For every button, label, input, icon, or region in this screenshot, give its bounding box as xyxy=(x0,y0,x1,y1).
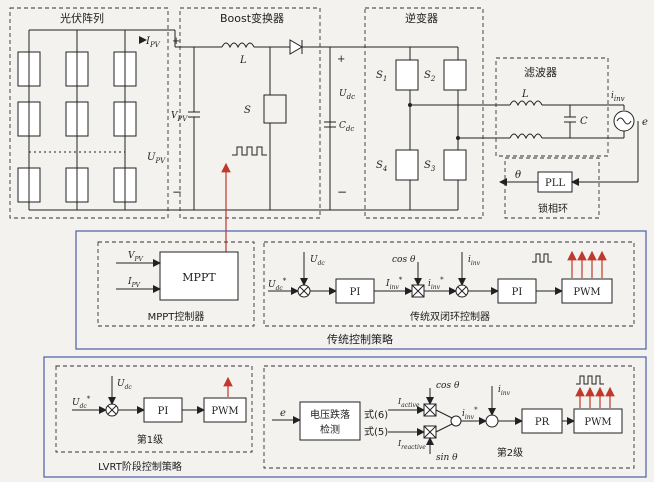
dc-plus: + xyxy=(337,54,345,65)
dc-minus: − xyxy=(337,185,347,199)
stage1-caption: 第1级 xyxy=(137,433,163,446)
grid-e-label: e xyxy=(642,117,648,128)
boost-s-label: S xyxy=(244,105,251,116)
stage1-pi xyxy=(143,397,183,423)
svg-text:PI: PI xyxy=(158,406,169,417)
s4-label: S4 xyxy=(376,160,387,173)
svg-text:PWM: PWM xyxy=(211,406,238,417)
pwm-pulse-icon-1 xyxy=(532,253,552,263)
svg-text:MPPT: MPPT xyxy=(182,271,216,284)
ipv-label: IPV xyxy=(145,36,161,49)
filter-l-label: L xyxy=(521,89,529,100)
traditional-title: 传统控制策略 xyxy=(327,332,393,346)
udc-ref-input: Udc* xyxy=(268,277,287,292)
stage1-region xyxy=(55,365,253,453)
mppt-region xyxy=(97,241,255,327)
lvrt-panel xyxy=(43,356,647,478)
svg-text:PWM: PWM xyxy=(573,287,600,298)
pwm-pulse-icon-2 xyxy=(576,375,604,385)
pll-caption: 锁相环 xyxy=(538,202,568,215)
stage1-pwm xyxy=(203,397,247,423)
filter-title: 滤波器 xyxy=(524,66,557,79)
mppt-vpv-input: VPV xyxy=(128,251,144,263)
cdc-label: Cdc xyxy=(339,121,354,133)
iinv-ref-2: iinv* xyxy=(462,406,478,421)
filter-inductor-bottom xyxy=(509,133,543,140)
s2-label: S2 xyxy=(424,70,436,83)
pv-array-title: 光伏阵列 xyxy=(60,11,104,25)
pv-plus: + xyxy=(172,36,180,47)
boost-diode xyxy=(289,39,303,55)
stage1-udc-ref: Udc* xyxy=(72,395,91,410)
boost-title: Boost变换器 xyxy=(220,11,284,25)
iinv-feedback-2: iinv xyxy=(498,385,511,397)
filter-inductor-top xyxy=(509,100,543,107)
inverter-title: 逆变器 xyxy=(405,11,438,25)
iinv-amp: Iinv* xyxy=(385,276,403,291)
udc-label: Udc xyxy=(339,89,355,101)
eq6-label: 式(6) xyxy=(364,408,388,421)
mppt-block xyxy=(159,251,239,301)
dual-loop-caption: 传统双闭环控制器 xyxy=(410,310,490,323)
pr-block xyxy=(521,408,563,434)
upv-label: UPV xyxy=(147,152,166,165)
svg-text:PLL: PLL xyxy=(545,178,565,189)
mppt-ipv-input: IPV xyxy=(127,277,141,289)
inverter-region xyxy=(364,7,484,219)
filter-region xyxy=(495,57,609,157)
cos-theta-2: cos θ xyxy=(436,381,460,391)
svg-text:电压跌落: 电压跌落 xyxy=(310,408,350,421)
iinv-label-top: iinv xyxy=(611,91,625,103)
stage1-udc: Udc xyxy=(117,379,132,391)
voltage-sag-detector xyxy=(299,401,361,441)
pi-block-2 xyxy=(497,278,537,304)
filter-c-label: C xyxy=(580,116,588,127)
pwm-block-2 xyxy=(573,408,623,434)
boost-region xyxy=(179,7,321,219)
boost-inductor xyxy=(221,42,255,49)
stage2-e-input: e xyxy=(280,408,286,419)
pwm-block-1 xyxy=(561,278,613,304)
pv-array-region xyxy=(9,7,169,219)
boost-l-label: L xyxy=(239,55,247,66)
s3-label: S3 xyxy=(424,160,436,173)
iinv-ref-1: iinv* xyxy=(428,276,444,291)
cos-theta-1: cos θ xyxy=(392,255,416,265)
stage2-sum-1 xyxy=(450,415,462,427)
svg-text:PR: PR xyxy=(535,417,550,428)
pv-panels xyxy=(17,29,170,211)
traditional-panel xyxy=(75,230,647,350)
mppt-caption: MPPT控制器 xyxy=(148,310,205,323)
pwm-output-arrows-1 xyxy=(567,250,607,278)
svg-text:PI: PI xyxy=(512,287,523,298)
stage2-caption: 第2级 xyxy=(497,446,523,459)
lvrt-title: LVRT阶段控制策略 xyxy=(98,460,182,473)
pll-theta: θ xyxy=(515,170,521,181)
svg-text:PI: PI xyxy=(350,287,361,298)
sin-theta: sin θ xyxy=(436,453,458,463)
inverter-switches xyxy=(395,59,467,181)
dual-loop-region xyxy=(263,241,635,327)
svg-text:PWM: PWM xyxy=(584,417,611,428)
svg-text:检测: 检测 xyxy=(320,423,340,436)
iinv-feedback-1: iinv xyxy=(468,255,481,267)
vpv-label: VPV xyxy=(171,111,188,123)
pi-block-1 xyxy=(335,278,375,304)
udc-feedback: Udc xyxy=(310,255,325,267)
pwm-output-arrows-2 xyxy=(575,386,615,408)
eq5-label: 式(5) xyxy=(364,425,388,438)
iactive-label: Iactive xyxy=(397,397,420,409)
boost-switch xyxy=(263,94,287,124)
stage2-region xyxy=(263,365,635,469)
s1-label: S1 xyxy=(376,70,387,83)
ireactive-label: Ireactive xyxy=(397,439,426,451)
boost-pulse-icon xyxy=(232,146,267,156)
pv-minus: − xyxy=(172,185,182,199)
stage2-sum-2 xyxy=(485,414,499,428)
